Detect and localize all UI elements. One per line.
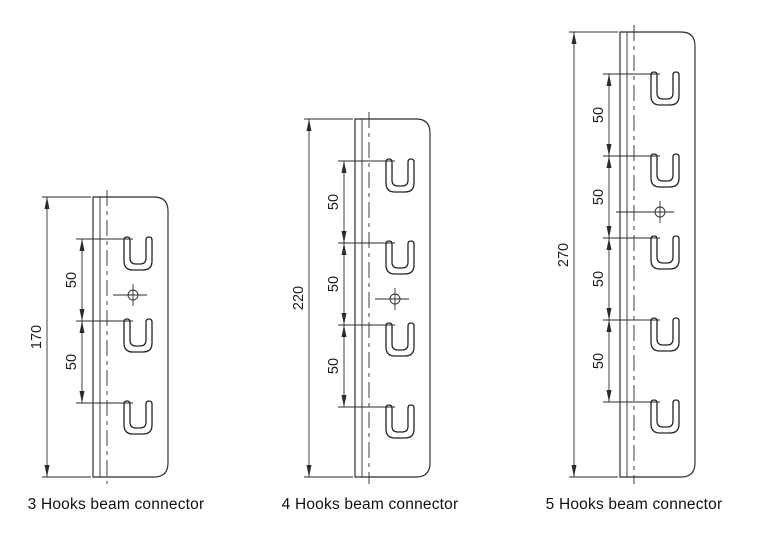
plate-outline bbox=[619, 31, 696, 478]
connector-4-drawing: 50 50 50 220 bbox=[291, 112, 431, 484]
connector-5-drawing: 50 50 50 50 270 bbox=[556, 25, 696, 484]
caption-5-hooks: 5 Hooks beam connector bbox=[545, 496, 723, 513]
hook-icon bbox=[123, 236, 153, 271]
caption-3-hooks: 3 Hooks beam connector bbox=[27, 496, 205, 513]
hook-icon bbox=[385, 322, 415, 357]
hook-icon bbox=[385, 240, 415, 275]
spacing-dimension-label: 50 bbox=[326, 194, 342, 210]
hook-icon bbox=[650, 399, 680, 434]
technical-drawing: 50 50 170 50 bbox=[29, 25, 696, 484]
spacing-dimension-label: 50 bbox=[64, 354, 80, 370]
spacing-dimension-label: 50 bbox=[591, 271, 607, 287]
spacing-dimension-label: 50 bbox=[326, 276, 342, 292]
hook-icon bbox=[650, 71, 680, 106]
spacing-dimension-label: 50 bbox=[591, 189, 607, 205]
hook-icon bbox=[650, 153, 680, 188]
spacing-dimension-label: 50 bbox=[326, 358, 342, 374]
hook-icon bbox=[123, 318, 153, 353]
hook-icon bbox=[650, 235, 680, 270]
hook-icon bbox=[385, 158, 415, 193]
spacing-dimension-label: 50 bbox=[591, 107, 607, 123]
spacing-dimension-label: 50 bbox=[64, 272, 80, 288]
caption-4-hooks: 4 Hooks beam connector bbox=[281, 496, 459, 513]
plate-outline bbox=[92, 196, 169, 478]
overall-dimension-label: 170 bbox=[29, 325, 45, 349]
hook-icon bbox=[385, 404, 415, 439]
hook-icon bbox=[650, 317, 680, 352]
plate-outline bbox=[354, 118, 431, 478]
hook-icon bbox=[123, 400, 153, 435]
connector-3-drawing: 50 50 170 bbox=[29, 190, 169, 484]
overall-dimension-label: 220 bbox=[291, 286, 307, 310]
spacing-dimension-label: 50 bbox=[591, 353, 607, 369]
overall-dimension-label: 270 bbox=[556, 243, 572, 267]
